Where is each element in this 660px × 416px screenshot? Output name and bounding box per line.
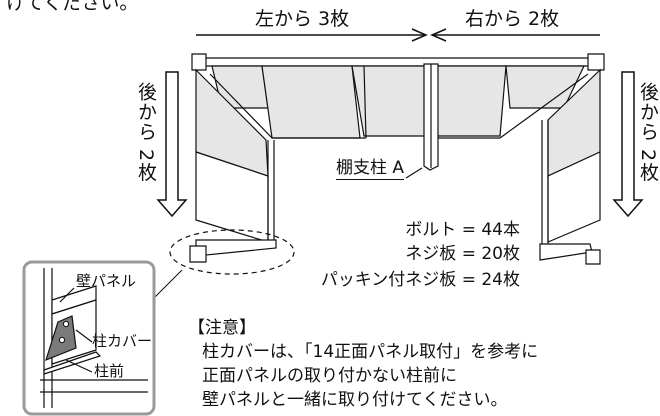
inset-column-cover-label: 柱カバー <box>92 332 153 350</box>
left-side-wall <box>189 53 277 263</box>
rear-right-arrow <box>612 71 644 218</box>
left-count-arrow <box>196 28 428 42</box>
note-line-3: 壁パネルと一緒に取り付けてください。 <box>202 390 508 410</box>
rear-left-count-label: 後から 2枚 <box>135 82 157 183</box>
top-text: けてください。 <box>6 0 139 14</box>
inset-column-front-label: 柱前 <box>94 362 125 380</box>
inset-wall-panel-label: 壁パネル <box>76 272 137 290</box>
rear-left-arrow <box>156 71 188 218</box>
left-count-label: 左から 3枚 <box>255 8 350 30</box>
note-heading: 【注意】 <box>188 318 256 338</box>
column-a <box>405 63 439 179</box>
right-count-arrow <box>430 28 600 42</box>
bolt-count: ボルト = 44本 <box>405 220 520 240</box>
rear-right-count-label: 後から 2枚 <box>637 82 659 183</box>
column-a-label: 棚支柱 A <box>336 158 405 180</box>
callout-pointer <box>151 269 183 301</box>
packing-screw-plate-count: パッキン付ネジ板 = 24枚 <box>320 270 520 290</box>
note-line-2: 正面パネルの取り付かない柱前に <box>202 366 457 386</box>
screw-plate-count: ネジ板 = 20枚 <box>405 244 520 264</box>
rear-wall <box>198 57 599 139</box>
note-line-1: 柱カバーは、「14正面パネル取付」を参考に <box>202 342 539 362</box>
right-side-wall <box>539 53 605 265</box>
detail-inset <box>22 260 156 416</box>
right-count-label: 右から 2枚 <box>465 8 560 30</box>
highlight-ellipse <box>169 229 295 275</box>
